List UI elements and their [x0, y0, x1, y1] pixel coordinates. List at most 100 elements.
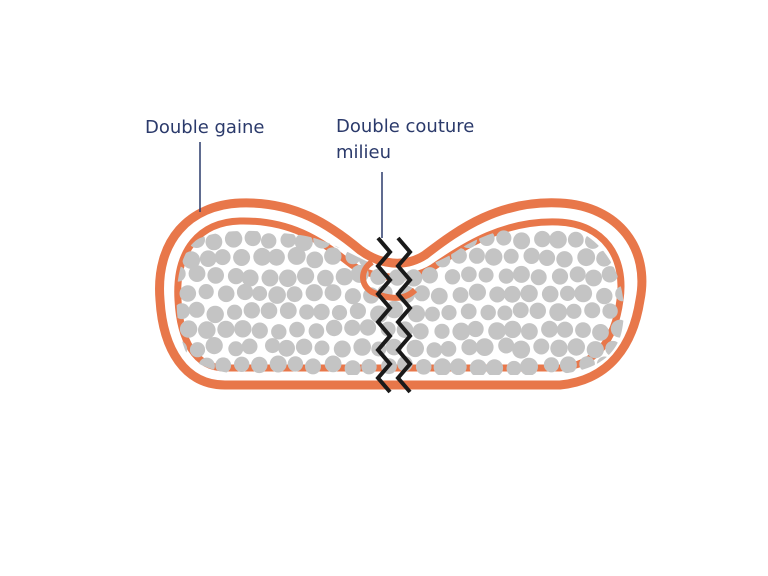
filling-ball: [271, 324, 287, 340]
filling-ball: [314, 340, 330, 356]
filling-ball: [440, 341, 457, 357]
filling-ball: [461, 339, 478, 356]
filling-ball: [602, 303, 618, 319]
filling-ball: [529, 302, 546, 319]
filling-ball: [234, 356, 250, 372]
filling-ball: [179, 285, 197, 302]
filling-ball: [217, 285, 235, 303]
filling-ball: [601, 266, 619, 283]
filling-ball: [592, 324, 609, 341]
filling-ball: [305, 284, 323, 302]
filling-ball: [244, 229, 261, 247]
filling-ball: [566, 303, 582, 319]
filling-ball: [433, 358, 452, 375]
filling-ball: [407, 231, 424, 248]
filling-ball: [205, 337, 223, 355]
filling-ball: [308, 323, 325, 339]
seam-fold: [360, 259, 418, 301]
filling-ball: [299, 304, 315, 320]
filling-ball: [182, 251, 201, 269]
filling-ball: [344, 360, 361, 375]
filling-ball: [497, 305, 513, 321]
filling-ball: [268, 286, 286, 304]
filling-ball: [252, 286, 268, 301]
filling-ball: [287, 246, 306, 265]
filling-ball: [506, 360, 522, 375]
filling-ball: [413, 285, 430, 302]
filling-ball: [198, 357, 215, 374]
filling-ball: [468, 283, 486, 301]
filling-ball: [538, 249, 556, 266]
filling-ball: [560, 285, 576, 301]
stitch-right: [395, 236, 413, 394]
filling-ball: [279, 302, 297, 319]
filling-ball: [543, 357, 560, 373]
filling-ball: [261, 269, 279, 287]
filling-ball: [278, 339, 295, 357]
filling-ball: [261, 233, 277, 249]
filling-ball: [541, 320, 558, 338]
filling-ball: [480, 304, 496, 321]
label-double-couture-line1: Double couture: [336, 116, 475, 137]
filling-ball: [198, 321, 216, 339]
filling-ball: [551, 268, 569, 285]
filling-ball: [585, 269, 602, 287]
filling-ball: [324, 247, 342, 265]
filling-ball: [441, 305, 457, 321]
filling-ball: [534, 230, 551, 248]
filling-ball: [485, 248, 503, 266]
filling-ball: [512, 340, 531, 359]
filling-ball: [574, 284, 593, 303]
filling-ball: [380, 321, 396, 337]
filling-ball: [556, 251, 573, 268]
filling-ball: [361, 359, 377, 375]
filling-ball: [289, 321, 305, 338]
filling-ball: [325, 319, 343, 337]
filling-ball: [297, 267, 315, 285]
filling-ball: [503, 248, 519, 264]
filling-ball: [469, 359, 487, 375]
filling-ball: [596, 287, 613, 305]
filling-ball: [188, 301, 205, 318]
filling-ball: [468, 247, 485, 264]
filling-ball: [424, 306, 440, 322]
filling-ball: [549, 303, 568, 321]
filling-ball: [324, 355, 342, 373]
filling-ball: [567, 338, 585, 356]
filling-ball: [512, 265, 530, 283]
filling-ball: [333, 340, 351, 358]
filling-ball: [412, 323, 429, 340]
filling-ball: [530, 269, 547, 286]
filling-ball: [317, 269, 334, 287]
filling-ball: [236, 283, 254, 301]
filling-ball: [207, 267, 224, 284]
filling-ball: [206, 305, 224, 324]
filling-ball: [610, 319, 624, 338]
filling-ball: [214, 249, 231, 266]
filling-ball: [305, 358, 321, 375]
filling-ball: [444, 269, 461, 285]
filling-ball: [217, 320, 235, 338]
filling-ball: [503, 320, 522, 339]
filling-ball: [579, 356, 595, 372]
filling-ball: [179, 320, 198, 338]
filling-ball: [324, 284, 342, 301]
filling-ball: [559, 356, 577, 374]
filling-ball: [426, 342, 443, 358]
filling-ball: [295, 338, 313, 355]
filling-ball: [224, 230, 243, 248]
filling-ball: [353, 338, 372, 356]
filling-ball: [227, 304, 243, 320]
filling-ball: [523, 247, 540, 264]
filling-ball: [415, 359, 432, 375]
filling-ball: [265, 338, 280, 354]
filling-ball: [478, 267, 494, 283]
filling-ball: [241, 269, 259, 287]
filling-ball: [503, 285, 521, 303]
filling-ball: [498, 337, 515, 354]
filling-ball: [228, 341, 244, 357]
filling-ball: [498, 268, 514, 284]
filling-ball: [475, 338, 494, 356]
filling-ball: [434, 323, 450, 339]
filling-ball: [241, 338, 258, 355]
